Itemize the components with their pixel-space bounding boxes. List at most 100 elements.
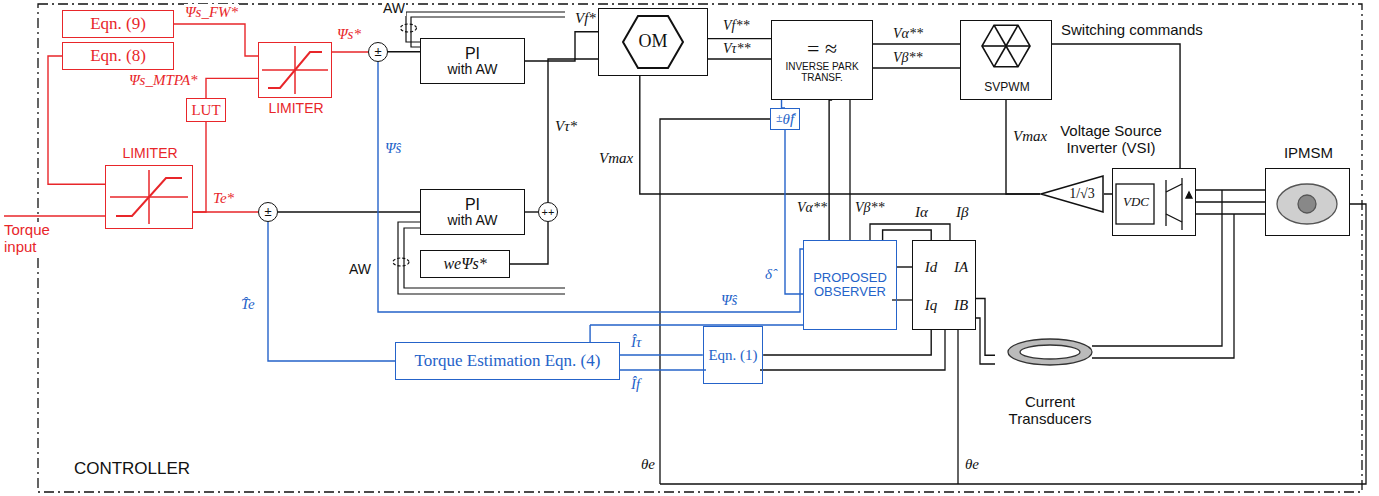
node-text: Iq <box>919 297 943 314</box>
equation-box: Eqn. (1) <box>703 326 763 384</box>
node-text: ± <box>264 205 271 219</box>
phase-wire <box>1196 189 1265 190</box>
svpwm-symbol <box>994 46 1006 67</box>
node-text: ± <box>776 112 783 125</box>
signal-label: Îf <box>630 376 641 393</box>
signal-wire <box>1104 193 1112 195</box>
observer-box: PROPOSED OBSERVER <box>803 240 896 330</box>
node-text: Id <box>919 259 943 276</box>
signal-wire <box>870 224 950 240</box>
signal-label: Vf* <box>574 10 597 27</box>
signal-wire <box>378 62 803 312</box>
pi-controller: PIwith AW <box>420 38 525 84</box>
motor-symbol <box>1298 195 1316 213</box>
signal-wire <box>760 330 945 370</box>
signal-wire <box>763 330 931 355</box>
transform-box: IdIqIAIB <box>912 240 976 330</box>
signal-label: Ψs_FW* <box>184 4 239 21</box>
node-text: Voltage Source Inverter (VSI) <box>1051 123 1171 156</box>
signal-label: θe <box>964 456 980 473</box>
controller-border <box>38 4 1362 492</box>
svpwm-block: SVPWM <box>960 20 1052 100</box>
signal-label: Switching commands <box>1060 22 1204 39</box>
svpwm-symbol <box>1006 45 1030 47</box>
torque-input-wire <box>4 215 105 217</box>
limiter-block: LIMITER <box>258 42 332 98</box>
signal-wire <box>897 266 912 267</box>
limiter-block: LIMITER <box>105 165 193 229</box>
gain-triangle: 1/√3 <box>1040 175 1104 213</box>
signal-label: θe <box>640 456 656 473</box>
node-text: PI <box>465 45 480 63</box>
signal-wire <box>388 51 420 53</box>
signal-wire <box>620 369 706 370</box>
inverter-symbol <box>1116 178 1192 230</box>
svpwm-symbol <box>982 45 1006 47</box>
angle-sum-box: ±θ̂f <box>770 108 800 130</box>
controller-region: CONTROLLEREqn. (9)Eqn. (8)LIMITERLUTLIMI… <box>38 4 1362 492</box>
signal-wire <box>708 38 771 39</box>
node-text: OM <box>638 32 667 52</box>
signal-wire <box>883 230 932 240</box>
node-text: = ≈ <box>807 37 837 61</box>
summing-junction: ± <box>258 202 278 222</box>
svpwm-symbol <box>994 25 1006 46</box>
signal-label: AW <box>348 262 372 277</box>
motor-box: IPMSM <box>1265 168 1350 236</box>
signal-label: Îτ <box>630 334 642 351</box>
signal-wire <box>174 24 258 56</box>
node-text: Torque Estimation Eqn. (4) <box>415 352 601 371</box>
signal-label: Ψs* <box>336 26 362 43</box>
node-text: θ̂f <box>783 111 795 128</box>
signal-wire <box>660 119 770 484</box>
signal-wire <box>548 59 598 202</box>
signal-wire <box>873 43 960 44</box>
node-text: LIMITER <box>106 146 194 161</box>
signal-wire <box>620 354 703 355</box>
summing-junction: ± <box>368 42 388 62</box>
signal-label: T̂e <box>240 296 256 313</box>
triangle-outline <box>1041 176 1103 212</box>
signal-wire <box>510 222 548 264</box>
signal-label: Iα <box>914 204 929 221</box>
svpwm-symbol <box>1006 25 1018 46</box>
svpwm-symbol <box>1006 46 1018 67</box>
aw-wire <box>393 12 565 294</box>
node-text: Eqn. (9) <box>90 15 146 34</box>
node-text: IB <box>949 297 973 314</box>
signal-wire <box>590 325 803 342</box>
signal-wire <box>1052 44 1180 168</box>
signal-wire <box>782 100 785 108</box>
aw-wire <box>393 258 409 266</box>
limiter-symbol <box>268 52 322 88</box>
equation-box: Eqn. (9) <box>62 10 174 38</box>
signal-wire <box>278 211 420 212</box>
signal-wire <box>829 100 832 240</box>
signal-wire <box>708 58 771 59</box>
aw-wire <box>398 222 565 294</box>
node-text: ++ <box>542 206 555 218</box>
limiter-symbol <box>116 178 182 216</box>
limiter-symbol <box>110 46 328 224</box>
aw-wire <box>404 228 565 288</box>
signal-wire <box>332 51 368 52</box>
node-text: LIMITER <box>259 101 333 116</box>
inverter-box: Voltage Source Inverter (VSI)VDC <box>1112 168 1196 236</box>
signal-label: Vα** <box>796 200 828 215</box>
signal-label: Vmax <box>598 150 634 167</box>
signal-wire <box>976 299 995 356</box>
inverter-symbol <box>1165 180 1166 226</box>
node-text: 1/√3 <box>1069 186 1095 201</box>
inverter-symbol <box>1116 184 1154 224</box>
svpwm-symbol <box>982 25 1030 67</box>
inverter-symbol <box>1181 178 1182 230</box>
signal-label: Vβ** <box>854 200 886 215</box>
signal-label: Vmax <box>1012 128 1048 145</box>
signal-label: Torque input <box>3 222 63 255</box>
node-text: PROPOSED OBSERVER <box>804 271 895 300</box>
